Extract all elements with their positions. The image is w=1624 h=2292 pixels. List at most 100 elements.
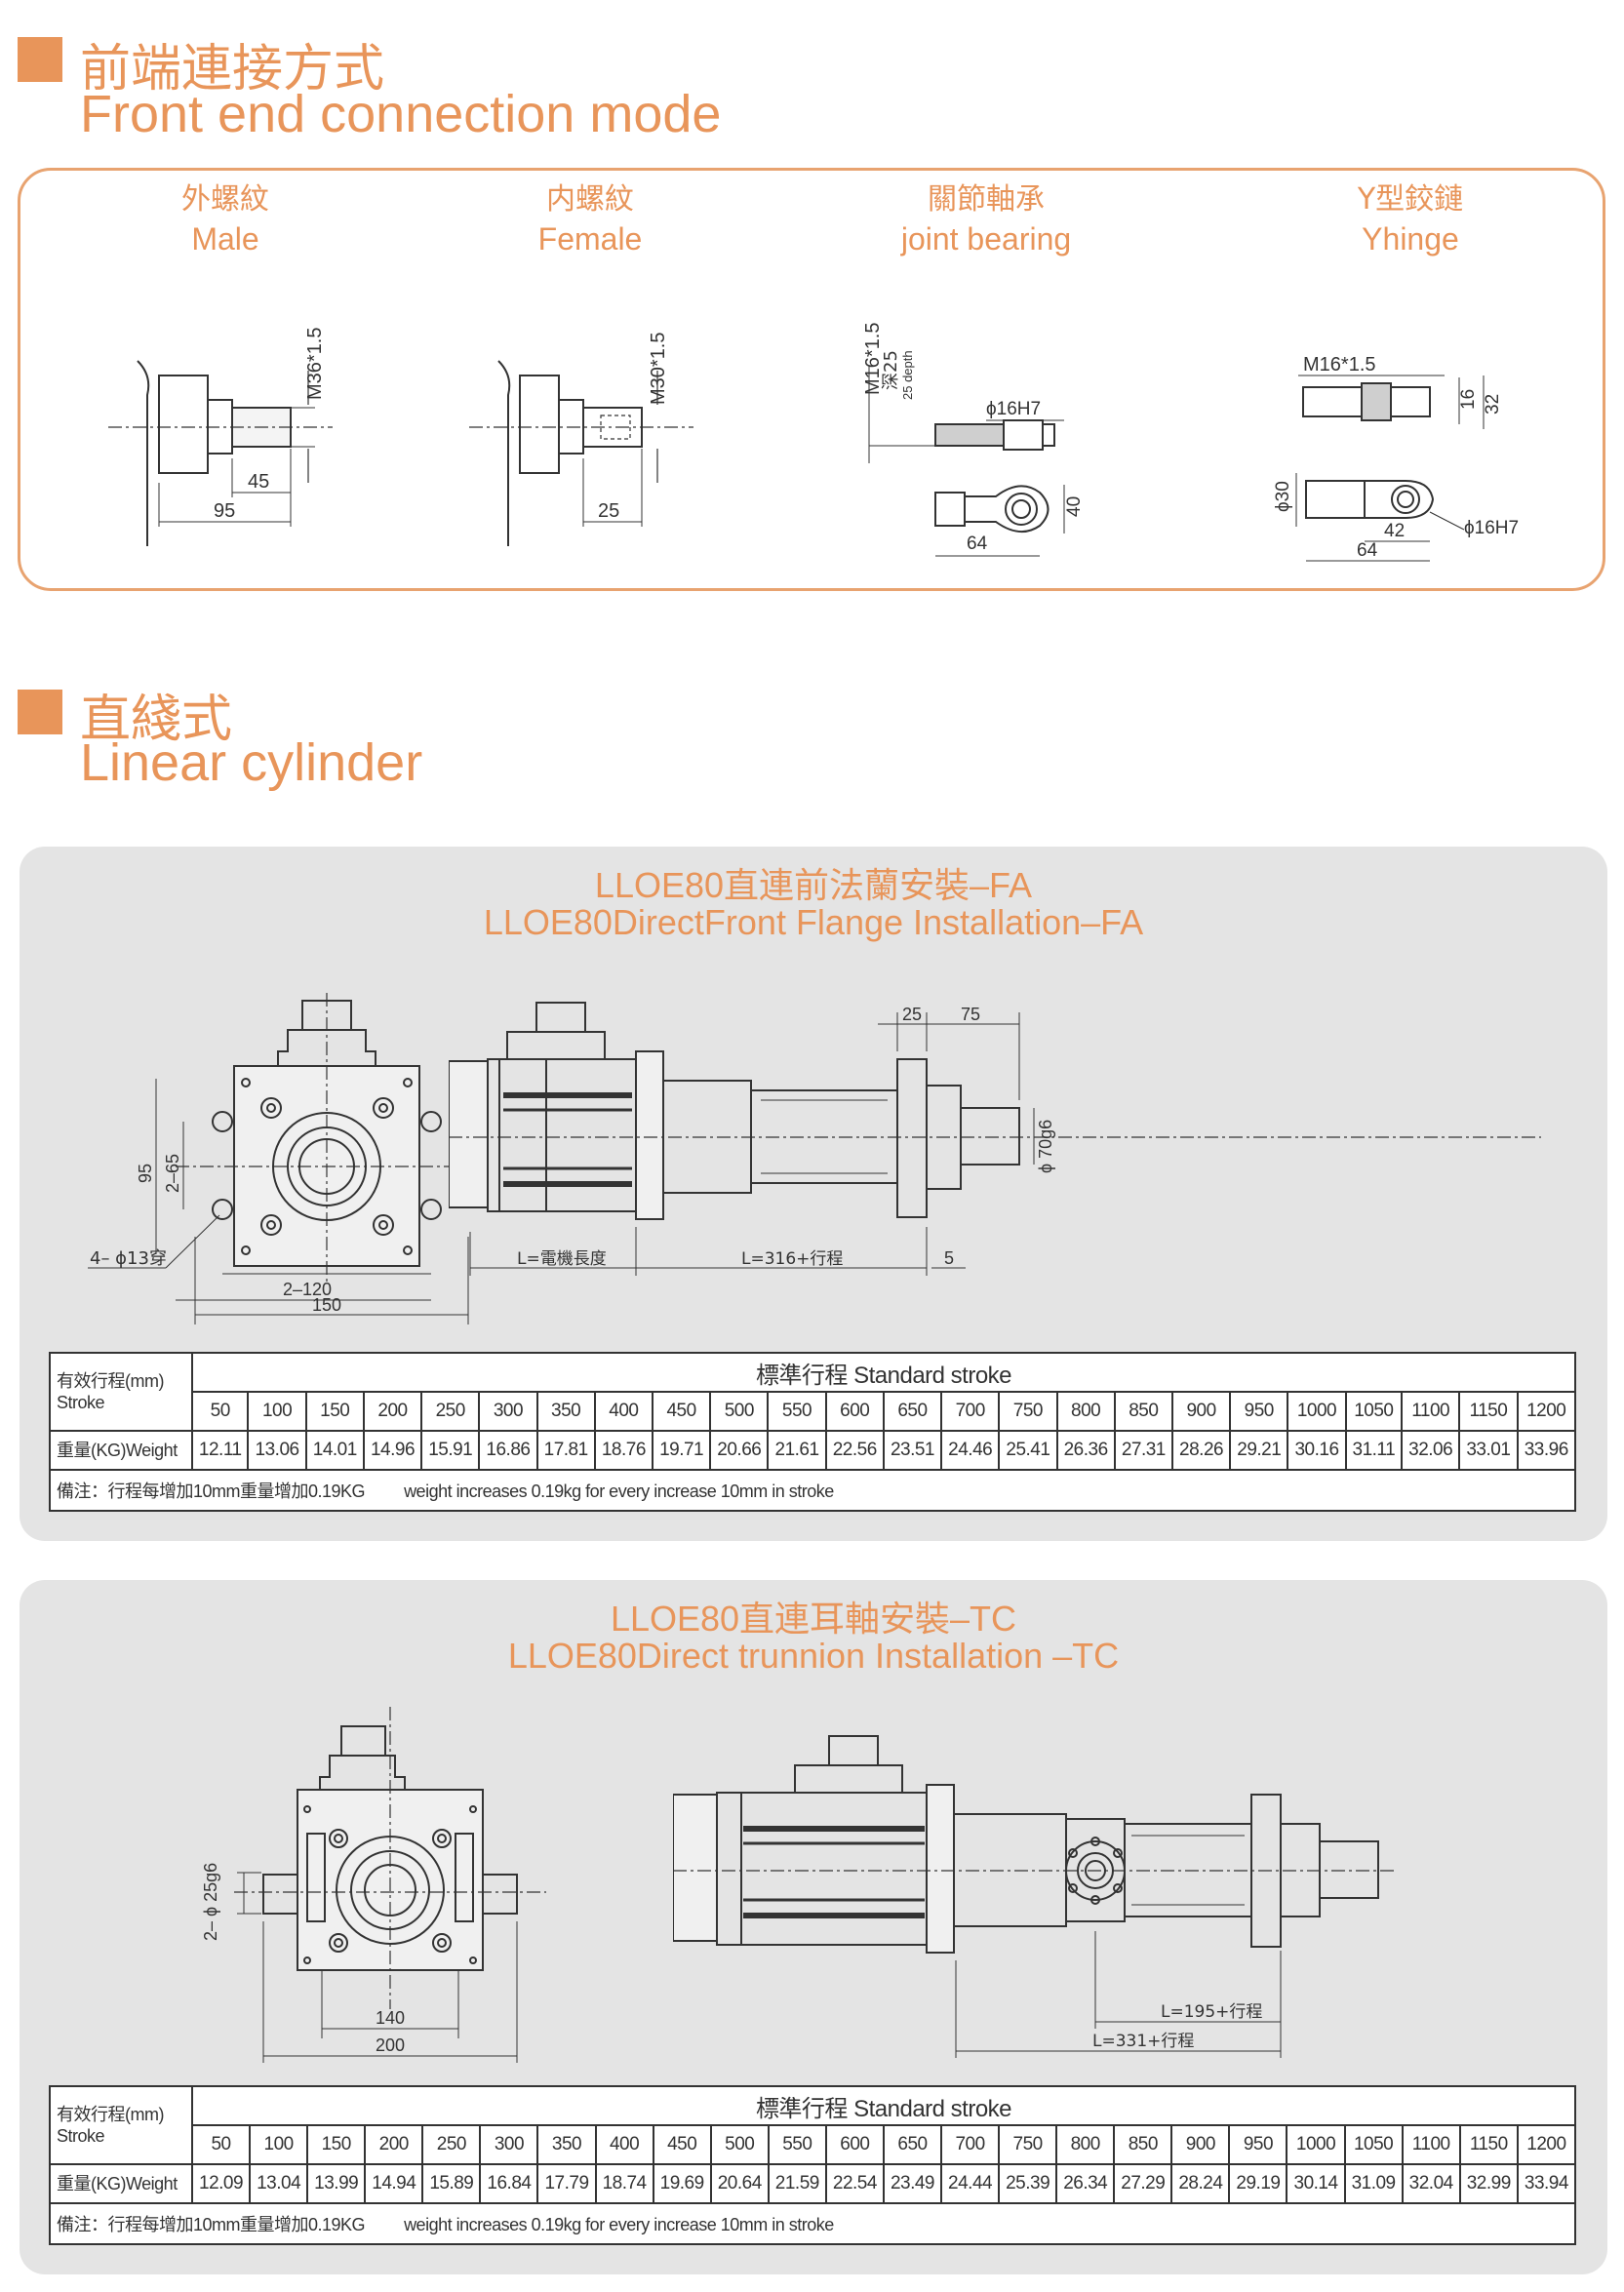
fa-stroke-cell: 800 <box>1055 1391 1116 1432</box>
fa-stroke-cell: 750 <box>998 1391 1058 1432</box>
fa-stroke-length: L=316+行程 <box>741 1249 843 1269</box>
tc-weight-cell: 13.99 <box>306 2163 367 2204</box>
tc-stroke-label-en: Stroke <box>57 2126 105 2146</box>
linear-cylinder-heading: 直綫式 Linear cylinder <box>18 678 700 795</box>
tc-stroke-cell: 1200 <box>1516 2124 1577 2165</box>
tc-stroke-cell: 100 <box>249 2124 309 2165</box>
fa-dim-150: 150 <box>312 1295 341 1315</box>
fa-weight-cell: 12.11 <box>190 1430 250 1471</box>
fa-stroke-cell: 1200 <box>1516 1391 1576 1432</box>
fa-stroke-label: 有效行程(mm) Stroke <box>49 1352 193 1432</box>
female-drawing: M30*1.5 25 <box>469 333 693 546</box>
fa-note-en: weight increases 0.19kg for every increa… <box>404 1482 834 1501</box>
tc-stroke-cell: 650 <box>882 2124 943 2165</box>
connection-female: 内螺紋 Female <box>434 180 746 258</box>
fa-weight-cell: 33.96 <box>1516 1430 1576 1471</box>
male-thread-label: M36*1.5 <box>304 328 326 401</box>
tc-dim-140: 140 <box>376 2008 405 2028</box>
tc-stroke-row: 50 100 150 200 250 300 350 400 450 500 5… <box>50 2124 1577 2165</box>
fa-weight-cell: 21.61 <box>767 1430 827 1471</box>
fa-stroke-cell: 250 <box>420 1391 481 1432</box>
tc-stroke-cell: 850 <box>1113 2124 1173 2165</box>
fa-dim-5: 5 <box>944 1248 954 1268</box>
yhinge-dim-16: 16 <box>1458 389 1479 410</box>
panel-tc: LLOE80直連耳軸安裝–TC LLOE80Direct trunnion In… <box>20 1580 1607 2274</box>
connection-female-cn: 内螺紋 <box>546 182 634 217</box>
front-connection-heading: 前端連接方式 Front end connection mode <box>18 27 895 144</box>
tc-pin-dia: 2– ϕ 25g6 <box>201 1863 220 1941</box>
tc-weight-cell: 22.54 <box>824 2163 885 2204</box>
panel-fa-title-cn: LLOE80直連前法蘭安裝–FA <box>594 865 1033 905</box>
fa-weight-cell: 30.16 <box>1287 1430 1347 1471</box>
yhinge-dim-64: 64 <box>1357 540 1378 561</box>
fa-stroke-cell: 500 <box>709 1391 770 1432</box>
fa-stroke-cell: 1150 <box>1458 1391 1519 1432</box>
tc-stroke-cell: 1050 <box>1343 2124 1404 2165</box>
tc-weight-cell: 32.99 <box>1458 2163 1519 2204</box>
fa-dim-25: 25 <box>902 1005 922 1024</box>
tc-stroke-cell: 900 <box>1170 2124 1231 2165</box>
tc-weight-cell: 13.04 <box>249 2163 309 2204</box>
fa-side-view: 25 75 ϕ 70g6 L=電機長度 L=316+行程 5 <box>449 1002 1541 1276</box>
tc-stroke-cell: 1100 <box>1401 2124 1461 2165</box>
connection-joint-en: joint bearing <box>900 221 1072 257</box>
fa-weight-cell: 32.06 <box>1401 1430 1461 1471</box>
tc-stroke-cell: 300 <box>479 2124 539 2165</box>
tc-weight-cell: 30.14 <box>1286 2163 1346 2204</box>
fa-weight-cell: 23.51 <box>882 1430 943 1471</box>
fa-stroke-cell: 100 <box>247 1391 307 1432</box>
tc-stroke-cell: 500 <box>709 2124 770 2165</box>
tc-weight-cell: 23.49 <box>882 2163 943 2204</box>
fa-stroke-cell: 700 <box>940 1391 1001 1432</box>
fa-stroke-cell: 900 <box>1170 1391 1232 1432</box>
fa-dim-75: 75 <box>961 1005 980 1024</box>
joint-depth-cn: 深25 <box>881 350 901 390</box>
connection-male-en: Male <box>191 221 259 257</box>
fa-weight-cell: 31.11 <box>1344 1430 1404 1471</box>
connection-male-cn: 外螺紋 <box>181 182 269 217</box>
tc-stroke-cell: 700 <box>940 2124 1001 2165</box>
fa-stroke-cell: 600 <box>824 1391 885 1432</box>
tc-weight-cell: 32.04 <box>1401 2163 1461 2204</box>
joint-bore-top: ϕ16H7 <box>986 399 1041 419</box>
tc-weight-cell: 16.84 <box>479 2163 539 2204</box>
tc-weight-cell: 24.44 <box>940 2163 1001 2204</box>
panel-tc-title-en: LLOE80Direct trunnion Installation –TC <box>507 1636 1120 1676</box>
fa-stroke-row: 50 100 150 200 250 300 350 400 450 500 5… <box>50 1391 1576 1432</box>
fa-holes-label: 4– ϕ13穿 <box>90 1248 167 1269</box>
fa-stroke-cell: 150 <box>304 1391 365 1432</box>
tc-dim-200: 200 <box>376 2035 405 2055</box>
tc-standard-stroke-header: 標準行程 Standard stroke <box>191 2085 1576 2126</box>
tc-stroke-cell: 600 <box>824 2124 885 2165</box>
tc-weight-cell: 28.24 <box>1170 2163 1231 2204</box>
fa-stroke-label-en: Stroke <box>57 1393 105 1412</box>
fa-weight-cell: 13.06 <box>247 1430 307 1471</box>
tc-stroke-cell: 50 <box>190 2124 252 2165</box>
fa-stroke-label-cn: 有效行程(mm) <box>57 1371 164 1391</box>
tc-note-cn: 備注：行程每增加10mm重量增加0.19KG <box>57 2215 366 2234</box>
fa-weight-cell: 22.56 <box>824 1430 885 1471</box>
fa-stroke-cell: 1000 <box>1287 1391 1347 1432</box>
front-connection-title-cn: 前端連接方式 <box>80 40 385 99</box>
tc-stroke-label: 有效行程(mm) Stroke <box>49 2085 193 2165</box>
connection-yhinge-en: Yhinge <box>1362 221 1459 257</box>
yhinge-dim-32: 32 <box>1483 394 1503 415</box>
joint-bearing-drawing: M16*1.5 深25 25 depth ϕ16H7 40 64 <box>862 323 1085 557</box>
fa-weight-cell: 25.41 <box>998 1430 1058 1471</box>
fa-weight-cell: 17.81 <box>535 1430 596 1471</box>
connection-mode-box: 外螺紋 Male 内螺紋 Female 關節軸承 joint bearing Y… <box>18 168 1605 591</box>
fa-stroke-cell: 1050 <box>1344 1391 1404 1432</box>
tc-l331: L=331+行程 <box>1092 2032 1194 2051</box>
male-dim-45: 45 <box>248 471 269 493</box>
tc-weight-cell: 21.59 <box>767 2163 827 2204</box>
tc-stroke-cell: 450 <box>652 2124 712 2165</box>
front-connection-title-en: Front end connection mode <box>80 85 722 143</box>
connection-male: 外螺紋 Male <box>69 180 381 258</box>
fa-weight-row: 重量(KG)Weight 12.11 13.06 14.01 14.96 15.… <box>49 1430 1576 1471</box>
fa-weight-cell: 20.66 <box>709 1430 770 1471</box>
tc-weight-cell: 33.94 <box>1516 2163 1577 2204</box>
female-dim-25: 25 <box>598 500 619 522</box>
tc-weight-row: 重量(KG)Weight 12.09 13.04 13.99 14.94 15.… <box>49 2163 1577 2204</box>
tc-stroke-cell: 1000 <box>1286 2124 1346 2165</box>
